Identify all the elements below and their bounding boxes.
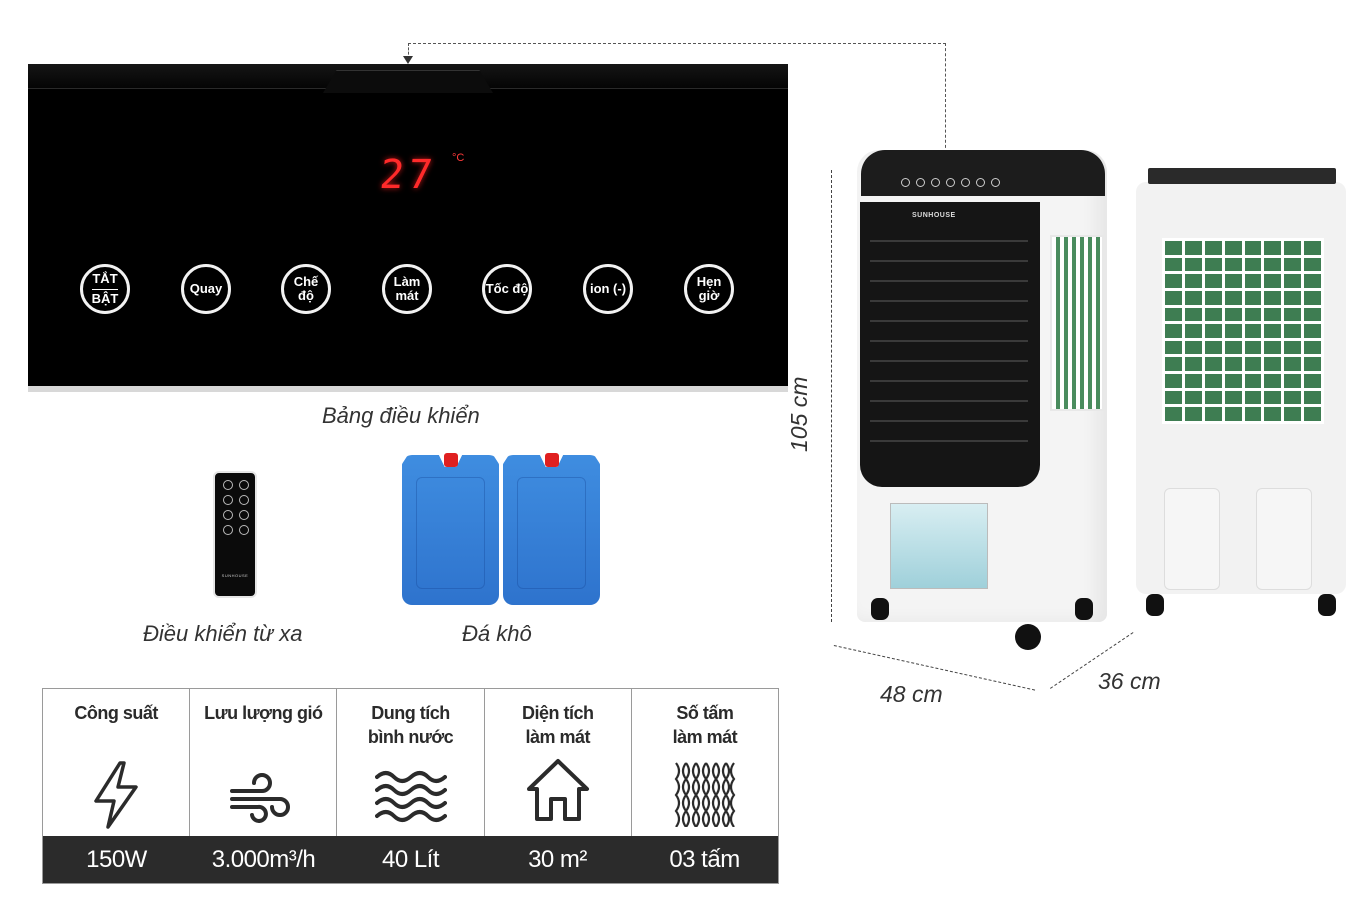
- depth-dimension-label: 36 cm: [1098, 668, 1161, 694]
- cooling-pad-icon: [674, 762, 736, 827]
- panel-button-label: ion (-): [589, 280, 627, 296]
- spec-cell-tank: Dung tích bình nước: [337, 689, 485, 836]
- cooler-front-grille: SUNHOUSE: [860, 202, 1040, 487]
- air-cooler-front-image: SUNHOUSE: [857, 150, 1113, 650]
- spec-label: Công suất: [74, 703, 158, 723]
- spec-label: làm mát: [525, 727, 590, 747]
- panel-button-label: Chế độ: [293, 273, 319, 303]
- spec-cell-power: Công suất: [43, 689, 191, 836]
- leader-line: [408, 43, 946, 44]
- divider: [92, 288, 118, 290]
- panel-button-label: Tốc độ: [485, 280, 529, 296]
- panel-button-label: Làm: [393, 273, 421, 289]
- panel-button-timer: Hẹn giờ: [684, 264, 734, 314]
- ice-pack-cap: [444, 453, 458, 467]
- cooler-back-top: [1148, 168, 1336, 184]
- panel-button-speed: Tốc độ: [482, 264, 532, 314]
- cooler-top-panel: [861, 150, 1105, 196]
- lightning-icon: [94, 761, 138, 829]
- remote-button-icon: [223, 480, 233, 490]
- spec-table: Công suất Lưu lượng gió Dung tích bình nư…: [42, 688, 779, 884]
- panel-button-label: BẬT: [91, 290, 119, 306]
- cooler-brand: SUNHOUSE: [912, 212, 956, 219]
- panel-button-ion: ion (-): [583, 264, 633, 314]
- remote-control-image: SUNHOUSE: [213, 471, 257, 598]
- panel-button-label: Quay: [189, 280, 223, 296]
- remote-brand: SUNHOUSE: [221, 573, 249, 578]
- cooler-buttons: [901, 178, 1000, 187]
- ice-pack-cap: [545, 453, 559, 467]
- wind-icon: [230, 773, 291, 823]
- spec-cell-area: Diện tích làm mát: [485, 689, 632, 836]
- water-waves-icon: [374, 771, 447, 822]
- temperature-display: 27: [377, 152, 439, 198]
- panel-notch: [323, 70, 493, 93]
- panel-button-mode: Chế độ: [281, 264, 331, 314]
- remote-power-icon: [239, 480, 249, 490]
- width-dimension-label: 48 cm: [880, 681, 943, 707]
- wheel: [1318, 594, 1336, 616]
- control-panel-caption: Bảng điều khiển: [322, 403, 480, 428]
- panel-button-label: mát: [395, 288, 419, 303]
- wheel: [1015, 624, 1041, 650]
- remote-caption: Điều khiển từ xa: [143, 621, 303, 646]
- wheel: [1075, 598, 1093, 620]
- spec-label: bình nước: [367, 727, 454, 747]
- cooling-pad-grid: [1162, 238, 1324, 424]
- arrow-down-icon: [403, 56, 413, 64]
- remote-button-icon: [239, 495, 249, 505]
- spec-label: Lưu lượng gió: [204, 703, 323, 723]
- ice-pack-caption: Đá khô: [462, 621, 532, 646]
- remote-button-icon: [223, 525, 233, 535]
- remote-button-icon: [223, 495, 233, 505]
- control-panel-image: 27 °C TẮT BẬT Quay Chế độ Làm mát Tốc độ…: [28, 64, 788, 392]
- wheel: [1146, 594, 1164, 616]
- panel-button-label: Hẹn: [696, 273, 722, 289]
- panel-button-label: TẮT: [92, 271, 118, 287]
- height-dimension-label: 105 cm: [786, 376, 812, 452]
- height-dimension-line: [831, 170, 832, 622]
- temperature-unit: °C: [452, 152, 465, 164]
- spec-value-area: 30 m²: [528, 845, 587, 873]
- panel-button-swing: Quay: [181, 264, 231, 314]
- leader-line-vertical: [945, 43, 946, 153]
- spec-label: làm mát: [672, 727, 738, 747]
- air-cooler-back-image: [1136, 168, 1346, 618]
- panel-button-power: TẮT BẬT: [80, 264, 130, 314]
- ice-pack-image: [503, 455, 600, 605]
- spec-value-power: 150W: [86, 845, 147, 873]
- spec-values-row: 150W 3.000m³/h 40 Lít 30 m² 03 tấm: [43, 836, 778, 883]
- remote-button-icon: [223, 510, 233, 520]
- spec-value-pads: 03 tấm: [669, 845, 740, 873]
- spec-label: Diện tích: [521, 703, 594, 723]
- spec-value-airflow: 3.000m³/h: [211, 845, 316, 873]
- cooler-side-pad: [1050, 235, 1104, 411]
- spec-header-row: Công suất Lưu lượng gió Dung tích bình nư…: [43, 689, 778, 836]
- remote-button-icon: [239, 525, 249, 535]
- panel-button-cool: Làm mát: [382, 264, 432, 314]
- spec-cell-pads: Số tấm làm mát: [632, 689, 778, 836]
- wheel: [871, 598, 889, 620]
- spec-label: Số tấm: [676, 703, 734, 723]
- spec-cell-airflow: Lưu lượng gió: [190, 689, 338, 836]
- ice-pack-image: [402, 455, 499, 605]
- house-icon: [526, 759, 589, 821]
- spec-label: Dung tích: [371, 703, 450, 723]
- cooler-sticker: [890, 503, 988, 589]
- leader-line-drop: [408, 43, 409, 59]
- panel-button-label: giờ: [698, 288, 720, 303]
- remote-button-icon: [239, 510, 249, 520]
- spec-value-tank: 40 Lít: [381, 845, 440, 873]
